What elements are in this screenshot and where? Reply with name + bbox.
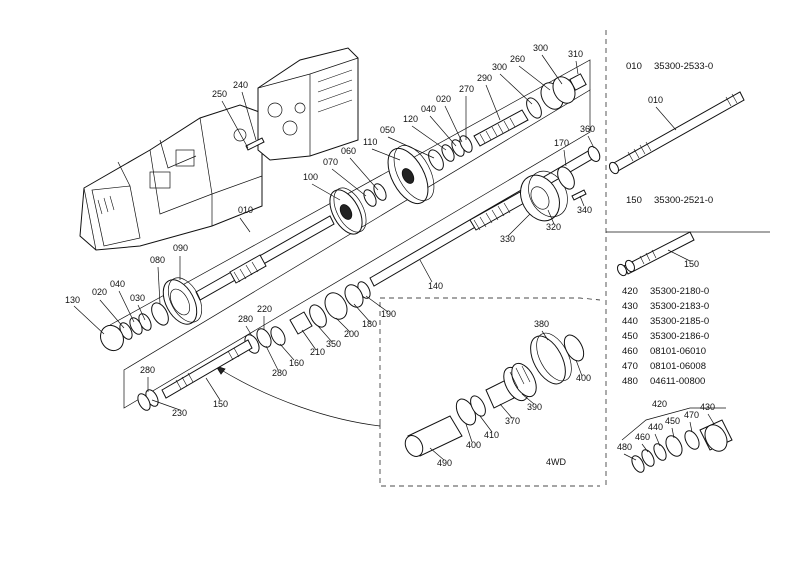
callout-460: 460: [635, 432, 650, 442]
callout-360: 360: [580, 124, 595, 134]
legend-part-number-150: 35300-2521-0: [654, 195, 713, 206]
callout-410: 410: [484, 430, 499, 440]
housing-330: [520, 174, 560, 222]
callout-450: 450: [665, 416, 680, 426]
callout-240: 240: [233, 80, 248, 90]
leader-lines: [73, 54, 715, 461]
callout-250: 250: [212, 89, 227, 99]
callout-210: 210: [310, 347, 325, 357]
legend-code-150: 150: [626, 195, 642, 206]
callout-300: 300: [533, 43, 548, 53]
callout-170: 170: [554, 138, 569, 148]
part-310: [569, 73, 587, 91]
4wd-label: 4WD: [546, 457, 567, 467]
callout-340: 340: [577, 205, 592, 215]
callout-010: 010: [238, 205, 253, 215]
callout-200: 200: [344, 329, 359, 339]
callout-390: 390: [527, 402, 542, 412]
callout-050: 050: [380, 125, 395, 135]
callout-400: 400: [466, 440, 481, 450]
4wd-detail-frame-bottom: [379, 424, 600, 487]
callout-040: 040: [110, 279, 125, 289]
shaft-010-assembly: [100, 73, 587, 352]
callout-220: 220: [257, 304, 272, 314]
callout-160: 160: [289, 358, 304, 368]
callout-100: 100: [303, 172, 318, 182]
legend-part-number-430: 35300-2183-0: [650, 301, 709, 312]
callout-430: 430: [700, 402, 715, 412]
callout-380: 380: [534, 319, 549, 329]
callout-420: 420: [652, 399, 667, 409]
callout-030: 030: [130, 293, 145, 303]
shaft-140-assembly: [137, 146, 601, 411]
callout-180: 180: [362, 319, 377, 329]
legend-part-number-440: 35300-2185-0: [650, 316, 709, 327]
legend-part-number-460: 08101-06010: [650, 346, 706, 357]
callout-090: 090: [173, 243, 188, 253]
callout-140: 140: [428, 281, 443, 291]
main-assembly-frame-top: [109, 59, 591, 326]
callout-370: 370: [505, 416, 520, 426]
callout-150: 150: [213, 399, 228, 409]
4wd-detail-parts: [404, 332, 585, 457]
callout-490: 490: [437, 458, 452, 468]
legend-part-number-480: 04611-00800: [650, 376, 705, 387]
callout-150: 150: [684, 259, 699, 269]
legend-code-470: 470: [622, 361, 638, 372]
parts-legend: 010 35300-2533-0 150 35300-2521-0 420 35300-2…: [622, 61, 713, 387]
callout-470: 470: [684, 410, 699, 420]
callout-110: 110: [363, 137, 377, 147]
legend-code-440: 440: [622, 316, 638, 327]
4wd-detail-frame: [379, 297, 601, 424]
callout-280: 280: [140, 365, 155, 375]
legend-code-480: 480: [622, 376, 638, 387]
callout-310: 310: [568, 49, 583, 59]
callout-010: 010: [648, 95, 663, 105]
callout-230: 230: [172, 408, 187, 418]
callout-130: 130: [65, 295, 80, 305]
callout-020: 020: [92, 287, 107, 297]
legend-part-number-470: 08101-06008: [650, 361, 706, 372]
callout-040: 040: [421, 104, 436, 114]
callout-290: 290: [477, 73, 492, 83]
callout-190: 190: [381, 309, 396, 319]
legend-code-450: 450: [622, 331, 638, 342]
callout-080: 080: [150, 255, 165, 265]
gear-380: [530, 335, 566, 385]
callout-480: 480: [617, 442, 632, 452]
legend-code-010: 010: [626, 61, 642, 72]
callout-440: 440: [648, 422, 663, 432]
4wd-reference-arrow: [217, 367, 381, 427]
legend-code-430: 430: [622, 301, 638, 312]
legend-part-number-420: 35300-2180-0: [650, 286, 709, 297]
callout-070: 070: [323, 157, 338, 167]
legend-part-number-010: 35300-2533-0: [654, 61, 713, 72]
callout-280: 280: [238, 314, 253, 324]
callout-270: 270: [459, 84, 474, 94]
callout-300: 300: [492, 62, 507, 72]
legend-code-420: 420: [622, 286, 638, 297]
callout-120: 120: [403, 114, 418, 124]
legend-code-460: 460: [622, 346, 638, 357]
bearing-080: [151, 302, 169, 326]
transmission-case: [79, 47, 359, 251]
callout-320: 320: [546, 222, 561, 232]
callout-260: 260: [510, 54, 525, 64]
legend-part-number-450: 35300-2186-0: [650, 331, 709, 342]
callout-280: 280: [272, 368, 287, 378]
cap-130: [100, 324, 124, 352]
callout-350: 350: [326, 339, 341, 349]
callout-400: 400: [576, 373, 591, 383]
legend-illustrations: [608, 91, 745, 473]
callout-020: 020: [436, 94, 451, 104]
callout-330: 330: [500, 234, 515, 244]
callout-060: 060: [341, 146, 356, 156]
